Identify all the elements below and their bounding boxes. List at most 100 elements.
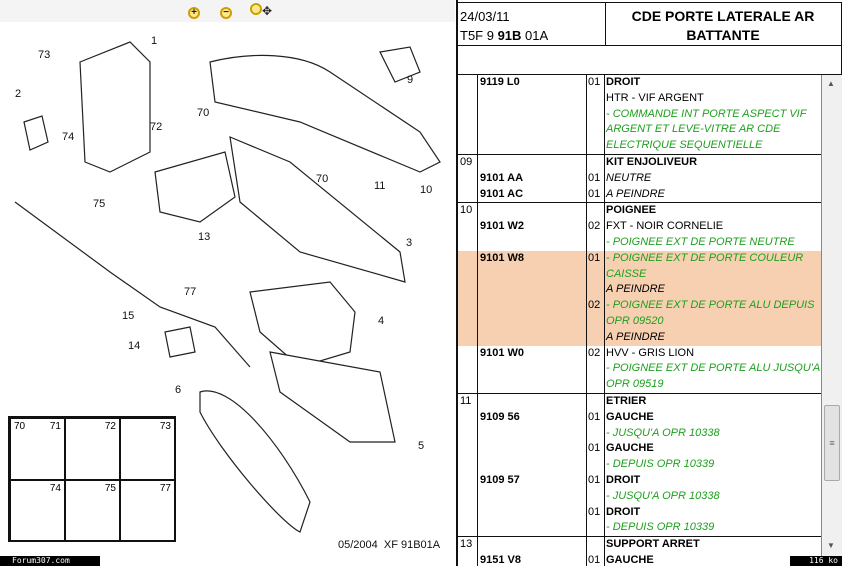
part-description: - JUSQU'A OPR 10338 bbox=[606, 426, 720, 439]
table-line: OPR 09520 bbox=[458, 313, 821, 330]
header-spacer bbox=[458, 46, 842, 75]
exploded-parts-diagram bbox=[14, 41, 441, 533]
table-line: - JUSQU'A OPR 10338 bbox=[458, 489, 821, 505]
zoom-fit-icon bbox=[250, 3, 262, 15]
part-reference[interactable]: 9101 AC bbox=[480, 187, 524, 200]
zoom-fit-button[interactable]: ✥ bbox=[250, 2, 280, 20]
scrollbar-thumb[interactable]: ≡ bbox=[824, 405, 840, 481]
part-description: DROIT bbox=[606, 473, 641, 486]
table-line: SUPPORT ARRET bbox=[458, 537, 821, 553]
column-divider bbox=[604, 537, 605, 566]
part-reference[interactable]: 9101 W8 bbox=[480, 251, 525, 264]
move-icon: ✥ bbox=[262, 4, 273, 18]
table-line: - DEPUIS OPR 10339 bbox=[458, 520, 821, 536]
grid-label: 70 bbox=[14, 421, 26, 432]
part-description: HTR - VIF ARGENT bbox=[606, 91, 704, 104]
part-description: OPR 09519 bbox=[606, 378, 664, 391]
part-description: POIGNEE bbox=[606, 204, 657, 217]
part-description: - POIGNEE EXT DE PORTE NEUTRE bbox=[606, 235, 795, 248]
part-description: DROIT bbox=[606, 505, 641, 518]
column-divider bbox=[586, 154, 587, 203]
table-line: - POIGNEE EXT DE PORTE ALU JUSQU'A bbox=[458, 361, 821, 377]
column-divider bbox=[604, 154, 605, 203]
part-description: HVV - GRIS LION bbox=[606, 346, 695, 359]
part-reference[interactable]: 9101 AA bbox=[480, 171, 524, 184]
grid-label: 72 bbox=[104, 421, 116, 432]
table-line: - COMMANDE INT PORTE ASPECT VIF bbox=[458, 107, 821, 123]
column-divider bbox=[604, 75, 605, 154]
part-reference[interactable]: 9101 W0 bbox=[480, 346, 525, 359]
part-description: GAUCHE bbox=[606, 410, 654, 423]
callout: 70 bbox=[197, 107, 210, 119]
row-index: 11 bbox=[460, 394, 472, 407]
header-info: 24/03/11 T5F 9 91B 01A bbox=[458, 3, 606, 45]
table-line: - JUSQU'A OPR 10338 bbox=[458, 426, 821, 442]
quantity: 01 bbox=[588, 171, 601, 184]
scroll-up-icon[interactable]: ▲ bbox=[827, 79, 835, 88]
part-reference[interactable]: 9119 L0 bbox=[480, 76, 520, 88]
quantity: 01 bbox=[588, 505, 601, 518]
scrollbar[interactable]: ▲ ≡ ▼ bbox=[822, 75, 842, 556]
table-line: ELECTRIQUE SEQUENTIELLE bbox=[458, 138, 821, 154]
grid-label: 74 bbox=[49, 483, 61, 494]
table-line: - POIGNEE EXT DE PORTE NEUTRE bbox=[458, 235, 821, 251]
part-cable bbox=[14, 201, 251, 368]
column-divider bbox=[477, 537, 478, 566]
part-housing bbox=[249, 281, 356, 368]
part-description: KIT ENJOLIVEUR bbox=[606, 155, 698, 168]
parts-list-pane: 24/03/11 T5F 9 91B 01A CDE PORTE LATERAL… bbox=[456, 0, 842, 566]
part-description: - COMMANDE INT PORTE ASPECT VIF bbox=[606, 107, 807, 120]
grid-cell: 73 bbox=[120, 418, 175, 480]
callout: 2 bbox=[15, 88, 22, 100]
part-description: - DEPUIS OPR 10339 bbox=[606, 521, 715, 534]
zoom-in-button[interactable]: + bbox=[188, 2, 208, 20]
part-reference[interactable]: 9109 57 bbox=[480, 473, 520, 486]
row-index: 10 bbox=[460, 204, 473, 217]
part-reference[interactable]: 9151 V8 bbox=[480, 553, 521, 566]
callout: 3 bbox=[406, 237, 413, 249]
scroll-down-icon[interactable]: ▼ bbox=[827, 541, 835, 550]
row-index: 09 bbox=[460, 155, 473, 168]
callout: 10 bbox=[420, 184, 433, 196]
diagram-pane: + − ✥ 1 73 2 74 75 70 72 70 11 9 10 13 3… bbox=[0, 0, 455, 566]
callout: 77 bbox=[184, 286, 197, 298]
callout: 72 bbox=[150, 121, 163, 133]
zoom-out-icon: − bbox=[220, 7, 232, 19]
zoom-out-button[interactable]: − bbox=[220, 2, 240, 20]
table-line: OPR 09519 bbox=[458, 377, 821, 393]
part-description: ELECTRIQUE SEQUENTIELLE bbox=[606, 139, 763, 152]
column-divider bbox=[586, 75, 587, 154]
callout: 4 bbox=[378, 315, 385, 327]
part-reference[interactable]: 9109 56 bbox=[480, 410, 520, 423]
part-description: - POIGNEE EXT DE PORTE ALU JUSQU'A bbox=[606, 362, 821, 375]
part-description: - POIGNEE EXT DE PORTE ALU DEPUIS bbox=[606, 299, 815, 312]
header-code: T5F 9 91B 01A bbox=[460, 28, 549, 43]
callout: 74 bbox=[62, 131, 75, 143]
grid-cell: 77 bbox=[120, 480, 175, 542]
part-inner-bezel bbox=[199, 390, 311, 533]
table-line: - DEPUIS OPR 10339 bbox=[458, 457, 821, 473]
quantity: 01 bbox=[588, 187, 601, 200]
grid-cell: 74 bbox=[10, 480, 65, 542]
table-line: 01 DROIT bbox=[458, 505, 821, 521]
parts-header: 24/03/11 T5F 9 91B 01A CDE PORTE LATERAL… bbox=[458, 2, 842, 46]
page-title: CDE PORTE LATERALE AR BATTANTE bbox=[631, 8, 815, 43]
column-divider bbox=[477, 203, 478, 393]
part-reference[interactable]: 9101 W2 bbox=[480, 220, 525, 233]
callout: 70 bbox=[316, 173, 329, 185]
quantity: 02 bbox=[588, 346, 601, 359]
column-divider bbox=[586, 393, 587, 537]
part-description: A PEINDRE bbox=[606, 283, 665, 296]
part-description: GAUCHE bbox=[606, 442, 654, 455]
part-description: - JUSQU'A OPR 10338 bbox=[606, 489, 720, 502]
quantity: 01 bbox=[588, 251, 601, 264]
